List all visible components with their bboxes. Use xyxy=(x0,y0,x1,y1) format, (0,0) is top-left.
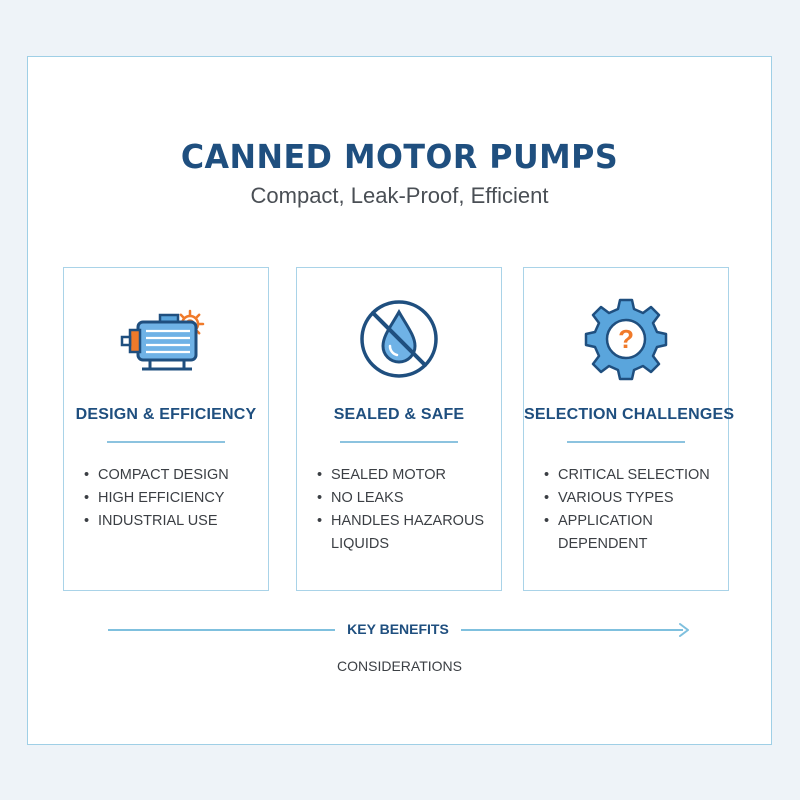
svg-text:?: ? xyxy=(618,324,634,354)
list-item: SEALED MOTOR xyxy=(317,464,491,487)
considerations-label: CONSIDERATIONS xyxy=(337,658,462,674)
card-divider xyxy=(340,441,458,443)
flow-line-right xyxy=(461,629,683,631)
arrow-right-icon xyxy=(679,623,689,637)
card-divider xyxy=(567,441,685,443)
card-heading: SEALED & SAFE xyxy=(333,406,465,423)
list-item: CRITICAL SELECTION xyxy=(544,464,718,487)
list-item: HIGH EFFICIENCY xyxy=(84,487,258,510)
card-list: CRITICAL SELECTION VARIOUS TYPES APPLICA… xyxy=(544,464,718,556)
card-heading: SELECTION CHALLENGES xyxy=(524,406,735,423)
gear-question-icon: ? xyxy=(576,294,676,384)
key-benefits-label: KEY BENEFITS xyxy=(347,621,449,637)
card-list: SEALED MOTOR NO LEAKS HANDLES HAZAROUS L… xyxy=(317,464,491,556)
motor-gear-icon xyxy=(116,294,216,384)
list-item: HANDLES HAZAROUS LIQUIDS xyxy=(317,510,491,556)
list-item: APPLICATION DEPENDENT xyxy=(544,510,718,556)
list-item: INDUSTRIAL USE xyxy=(84,510,258,533)
card-list: COMPACT DESIGN HIGH EFFICIENCY INDUSTRIA… xyxy=(84,464,258,533)
list-item: NO LEAKS xyxy=(317,487,491,510)
card-divider xyxy=(107,441,225,443)
page-title: CANNED MOTOR PUMPS xyxy=(180,137,619,176)
card-design-efficiency: DESIGN & EFFICIENCY COMPACT DESIGN HIGH … xyxy=(63,267,269,591)
list-item: COMPACT DESIGN xyxy=(84,464,258,487)
card-selection-challenges: ? SELECTION CHALLENGES CRITICAL SELECTIO… xyxy=(523,267,735,591)
key-benefits-flow: KEY BENEFITS xyxy=(108,618,694,642)
list-item: VARIOUS TYPES xyxy=(544,487,718,510)
card-sealed-safe: SEALED & SAFE SEALED MOTOR NO LEAKS HAND… xyxy=(296,267,502,591)
infographic-frame: CANNED MOTOR PUMPS Compact, Leak-Proof, … xyxy=(27,56,772,745)
flow-line-left xyxy=(108,629,335,631)
no-leak-drop-icon xyxy=(349,294,449,384)
card-heading: DESIGN & EFFICIENCY xyxy=(75,406,257,423)
page-subtitle: Compact, Leak-Proof, Efficient xyxy=(250,183,549,208)
